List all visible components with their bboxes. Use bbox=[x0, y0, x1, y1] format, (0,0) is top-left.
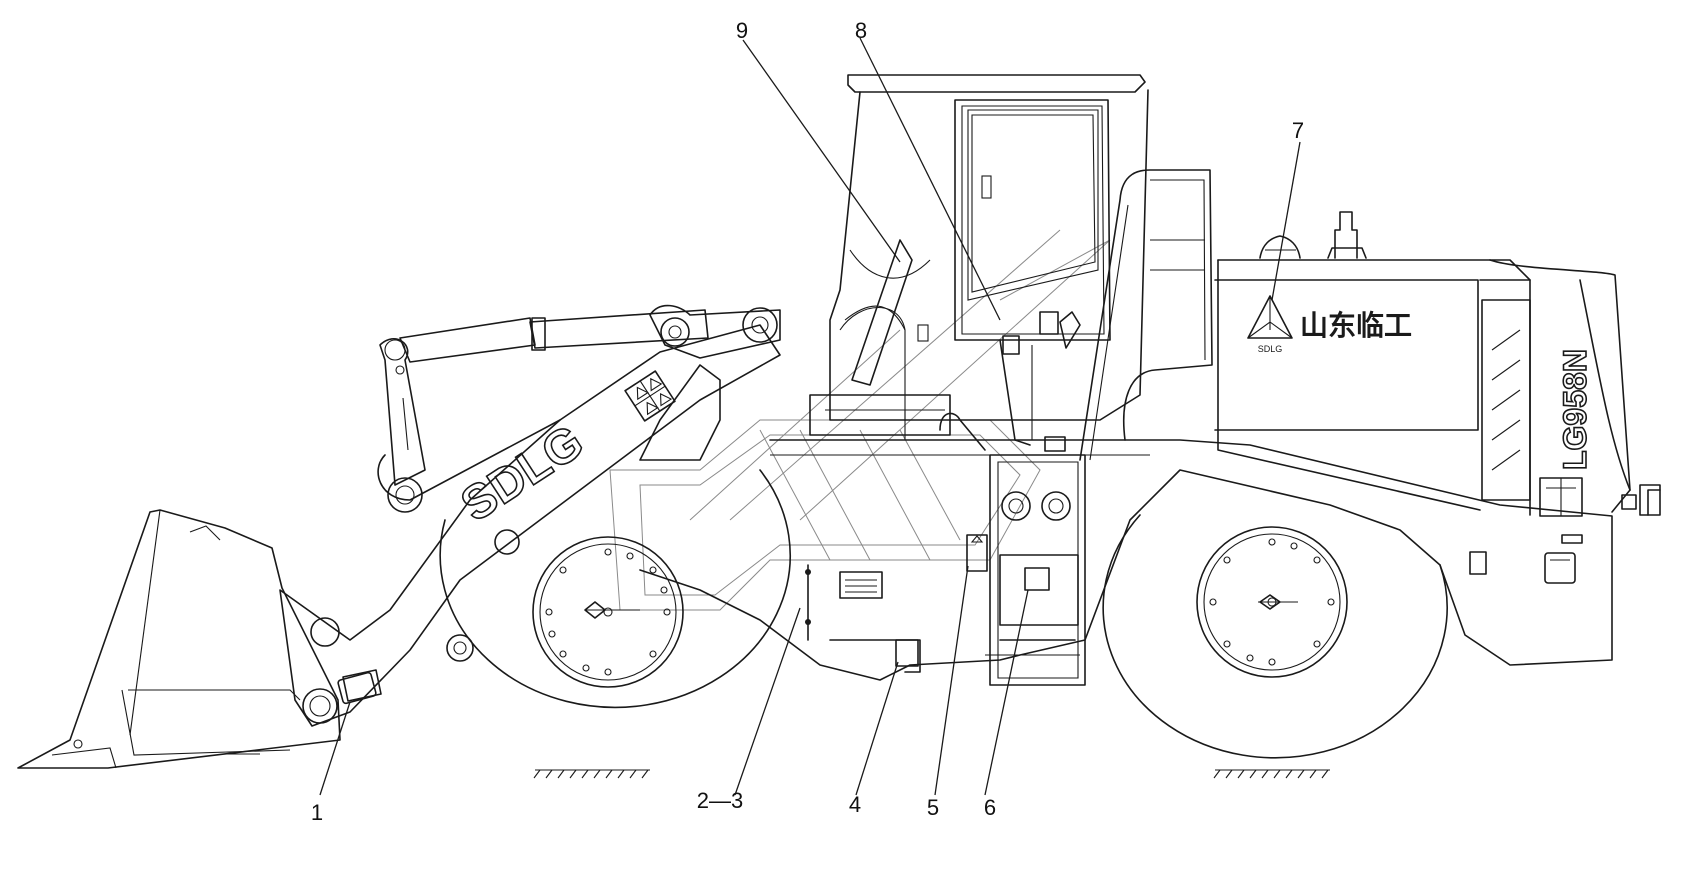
rear-wheel bbox=[1102, 514, 1448, 759]
callout-9: 9 bbox=[736, 18, 748, 43]
leader-23 bbox=[734, 607, 801, 796]
lift-arm bbox=[279, 324, 781, 727]
decals bbox=[337, 477, 1583, 705]
leader-lines bbox=[319, 37, 1301, 796]
leader-7 bbox=[1271, 141, 1301, 301]
boom-brand-text: SDLG bbox=[452, 415, 593, 532]
callout-6: 6 bbox=[984, 795, 996, 820]
leader-9 bbox=[742, 39, 901, 263]
hood-logo-text: SDLG bbox=[1258, 344, 1283, 354]
leader-1 bbox=[319, 701, 351, 796]
callout-2-3: 2—3 bbox=[697, 788, 743, 813]
callout-1: 1 bbox=[311, 800, 323, 825]
callout-4: 4 bbox=[849, 792, 861, 817]
hood-logo: SDLG 山东临工 bbox=[1247, 295, 1412, 354]
front-wheel bbox=[439, 469, 791, 709]
engine-hood bbox=[1214, 211, 1661, 517]
leader-6 bbox=[984, 589, 1029, 796]
frame bbox=[639, 436, 1613, 686]
boom-warning-decal bbox=[624, 370, 676, 422]
callout-labels: 1 2—3 4 5 6 7 8 9 bbox=[311, 18, 1304, 825]
leader-5 bbox=[934, 565, 969, 796]
handrail bbox=[939, 169, 1213, 461]
callout-8: 8 bbox=[855, 18, 867, 43]
cab bbox=[809, 74, 1149, 446]
callout-7: 7 bbox=[1292, 118, 1304, 143]
hood-chinese-brand: 山东临工 bbox=[1300, 309, 1412, 342]
callout-5: 5 bbox=[927, 795, 939, 820]
ground-marks bbox=[533, 769, 1330, 779]
bucket bbox=[17, 509, 341, 769]
leader-4 bbox=[855, 661, 899, 796]
leader-8 bbox=[859, 37, 1001, 321]
model-text: LG958N bbox=[1557, 349, 1593, 470]
watermark bbox=[609, 229, 1111, 611]
linkage bbox=[379, 304, 781, 486]
